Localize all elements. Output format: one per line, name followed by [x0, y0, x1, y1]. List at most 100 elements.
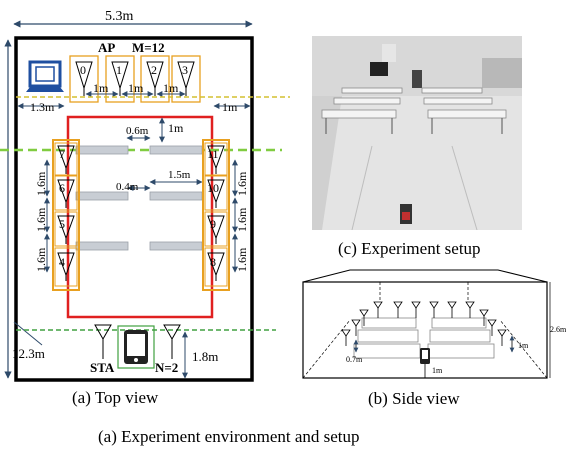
ap-count-label: M=12 [132, 40, 165, 55]
ap-antenna-box [204, 247, 228, 287]
ap-antenna-column [52, 139, 80, 291]
ap-index-9: 9 [210, 217, 216, 231]
phone-screen [422, 350, 428, 359]
antenna-icon [351, 319, 361, 337]
ap-antennas-right: 11 10 9 8 [202, 139, 230, 291]
left-margin-label: 1.3m [30, 100, 55, 114]
table [361, 317, 417, 329]
sta-label: STA [90, 360, 115, 375]
antenna-icon [75, 61, 93, 96]
ap-index-6: 6 [59, 181, 65, 195]
antenna-icon [207, 145, 225, 174]
table [429, 329, 491, 343]
ap-antenna-box [54, 211, 78, 247]
antenna-icon [447, 301, 457, 319]
antenna-icon [57, 252, 75, 281]
side-antennas [341, 301, 507, 347]
ap-index-5: 5 [59, 217, 65, 231]
sta-height-label: 1.8m [192, 349, 218, 364]
photo-table [341, 87, 403, 94]
photo-table [333, 97, 401, 105]
ap-antenna-box [204, 142, 228, 176]
sta-count-label: N=2 [155, 360, 178, 375]
table [75, 241, 129, 251]
caption-experiment-setup: (c) Experiment setup [338, 239, 481, 258]
sta [94, 324, 181, 369]
photo-floor-lines [351, 145, 478, 230]
photo-floor-line [351, 145, 373, 230]
table [149, 241, 203, 251]
ap-antenna-box [69, 55, 99, 103]
right-margin-label: 1m [222, 100, 238, 114]
measurement-area [66, 115, 214, 319]
antenna-icon [207, 215, 225, 244]
table [357, 329, 419, 343]
room-border [14, 36, 254, 382]
perspective-line [499, 319, 548, 379]
ap-antenna-box [54, 175, 78, 211]
photo-door [482, 58, 522, 88]
photo-table-legs [325, 118, 503, 134]
gap-label: 0.4m [116, 181, 139, 193]
ap-index-4: 4 [59, 255, 65, 269]
photo-tables [321, 87, 507, 119]
vertical-spacing-label: 1.6m [235, 207, 249, 232]
spacing-label: 1m [128, 81, 144, 95]
table [149, 145, 203, 155]
ap-index-1: 1 [116, 63, 122, 77]
phone-button [134, 358, 138, 362]
ceiling-outline [302, 269, 548, 283]
table [75, 191, 129, 201]
antenna-icon [393, 301, 403, 319]
table [431, 317, 487, 329]
ap-index-0: 0 [80, 63, 86, 77]
rect-offset-label: 1m [168, 121, 184, 135]
table [149, 191, 203, 201]
side-view: 1m 1m 0.7m 2.6m [302, 269, 567, 379]
ap-label: AP [98, 40, 115, 55]
photo-table [427, 109, 507, 119]
antenna-icon [57, 215, 75, 244]
photo-cabinet [412, 70, 422, 88]
antenna-icon [111, 61, 129, 96]
antenna-icon [497, 329, 507, 347]
ap-antenna-box [171, 55, 201, 103]
table [75, 145, 129, 155]
ap-antenna-box [140, 55, 170, 103]
width-label: 5.3m [105, 9, 134, 24]
photo-floor-line [451, 145, 478, 230]
ap-antennas-top: 0 1 2 3 [69, 55, 201, 103]
ap-antenna-box [204, 211, 228, 247]
ap-index-11: 11 [207, 147, 219, 161]
ap-index-3: 3 [182, 63, 188, 77]
perspective-line [302, 319, 351, 379]
table-gap-label: 0.6m [126, 125, 149, 137]
height-label-leader [13, 321, 43, 346]
photo-robot-light [402, 212, 410, 220]
ap-antenna-column [202, 139, 230, 291]
side-sta-height-label: 1m [432, 366, 443, 375]
antenna-icon [429, 301, 439, 319]
caption-side-view: (b) Side view [368, 389, 460, 408]
photo-table [423, 97, 493, 105]
photo-illustration [312, 36, 522, 230]
photo-panel [382, 44, 396, 62]
ant-height-label: 1m [518, 341, 529, 350]
table-length-label: 1.5m [168, 169, 191, 181]
vertical-spacing-label: 1.6m [235, 171, 249, 196]
antenna-icon [163, 324, 181, 359]
table [427, 343, 495, 359]
computer-icon [26, 60, 64, 92]
offset-label: 0.7m [346, 355, 363, 364]
vertical-spacing-label: 1.6m [235, 247, 249, 272]
antenna-icon [373, 301, 383, 319]
ap-antennas-left: 7 6 5 4 [52, 139, 80, 291]
caption-top-view: (a) Top view [72, 388, 159, 407]
spacing-label: 1m [163, 81, 179, 95]
antenna-icon [411, 301, 421, 319]
photo-table [421, 87, 483, 94]
height-label: 12.3m [12, 346, 45, 361]
antenna-icon [487, 319, 497, 337]
spacing-label: 1m [93, 81, 109, 95]
